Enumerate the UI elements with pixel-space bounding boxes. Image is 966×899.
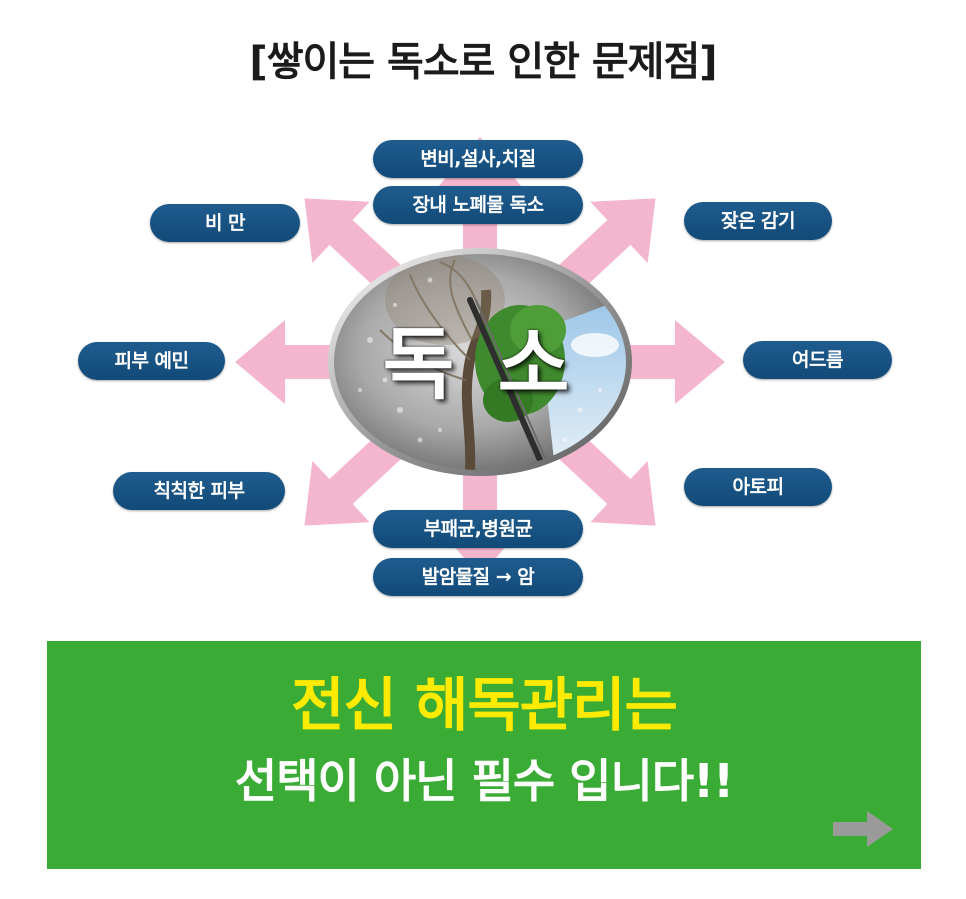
toxin-center-label: 독 소 — [382, 320, 578, 410]
banner-headline: 전신 해독관리는 — [291, 671, 678, 739]
detox-banner: 전신 해독관리는 선택이 아닌 필수 입니다!! — [47, 641, 921, 869]
toxin-image — [328, 248, 632, 476]
banner-subline: 선택이 아닌 필수 입니다!! — [234, 754, 734, 808]
label-frequent-cold: 잦은 감기 — [684, 202, 832, 240]
label-obesity: 비 만 — [150, 204, 300, 242]
label-bacteria: 부패균,병원균 — [373, 510, 583, 548]
label-intestinal-waste: 장내 노폐물 독소 — [373, 186, 583, 224]
label-acne: 여드름 — [743, 341, 892, 379]
label-sensitive-skin: 피부 예민 — [78, 342, 225, 380]
label-constipation: 변비,설사,치질 — [373, 140, 583, 178]
label-atopy: 아토피 — [684, 468, 832, 506]
right-arrow-icon — [833, 811, 893, 847]
label-carcinogen: 발암물질 → 암 — [373, 558, 583, 596]
page-title: [쌓이는 독소로 인한 문제점] — [249, 39, 717, 85]
toxin-diagram — [235, 137, 725, 577]
label-dull-skin: 칙칙한 피부 — [113, 472, 285, 510]
